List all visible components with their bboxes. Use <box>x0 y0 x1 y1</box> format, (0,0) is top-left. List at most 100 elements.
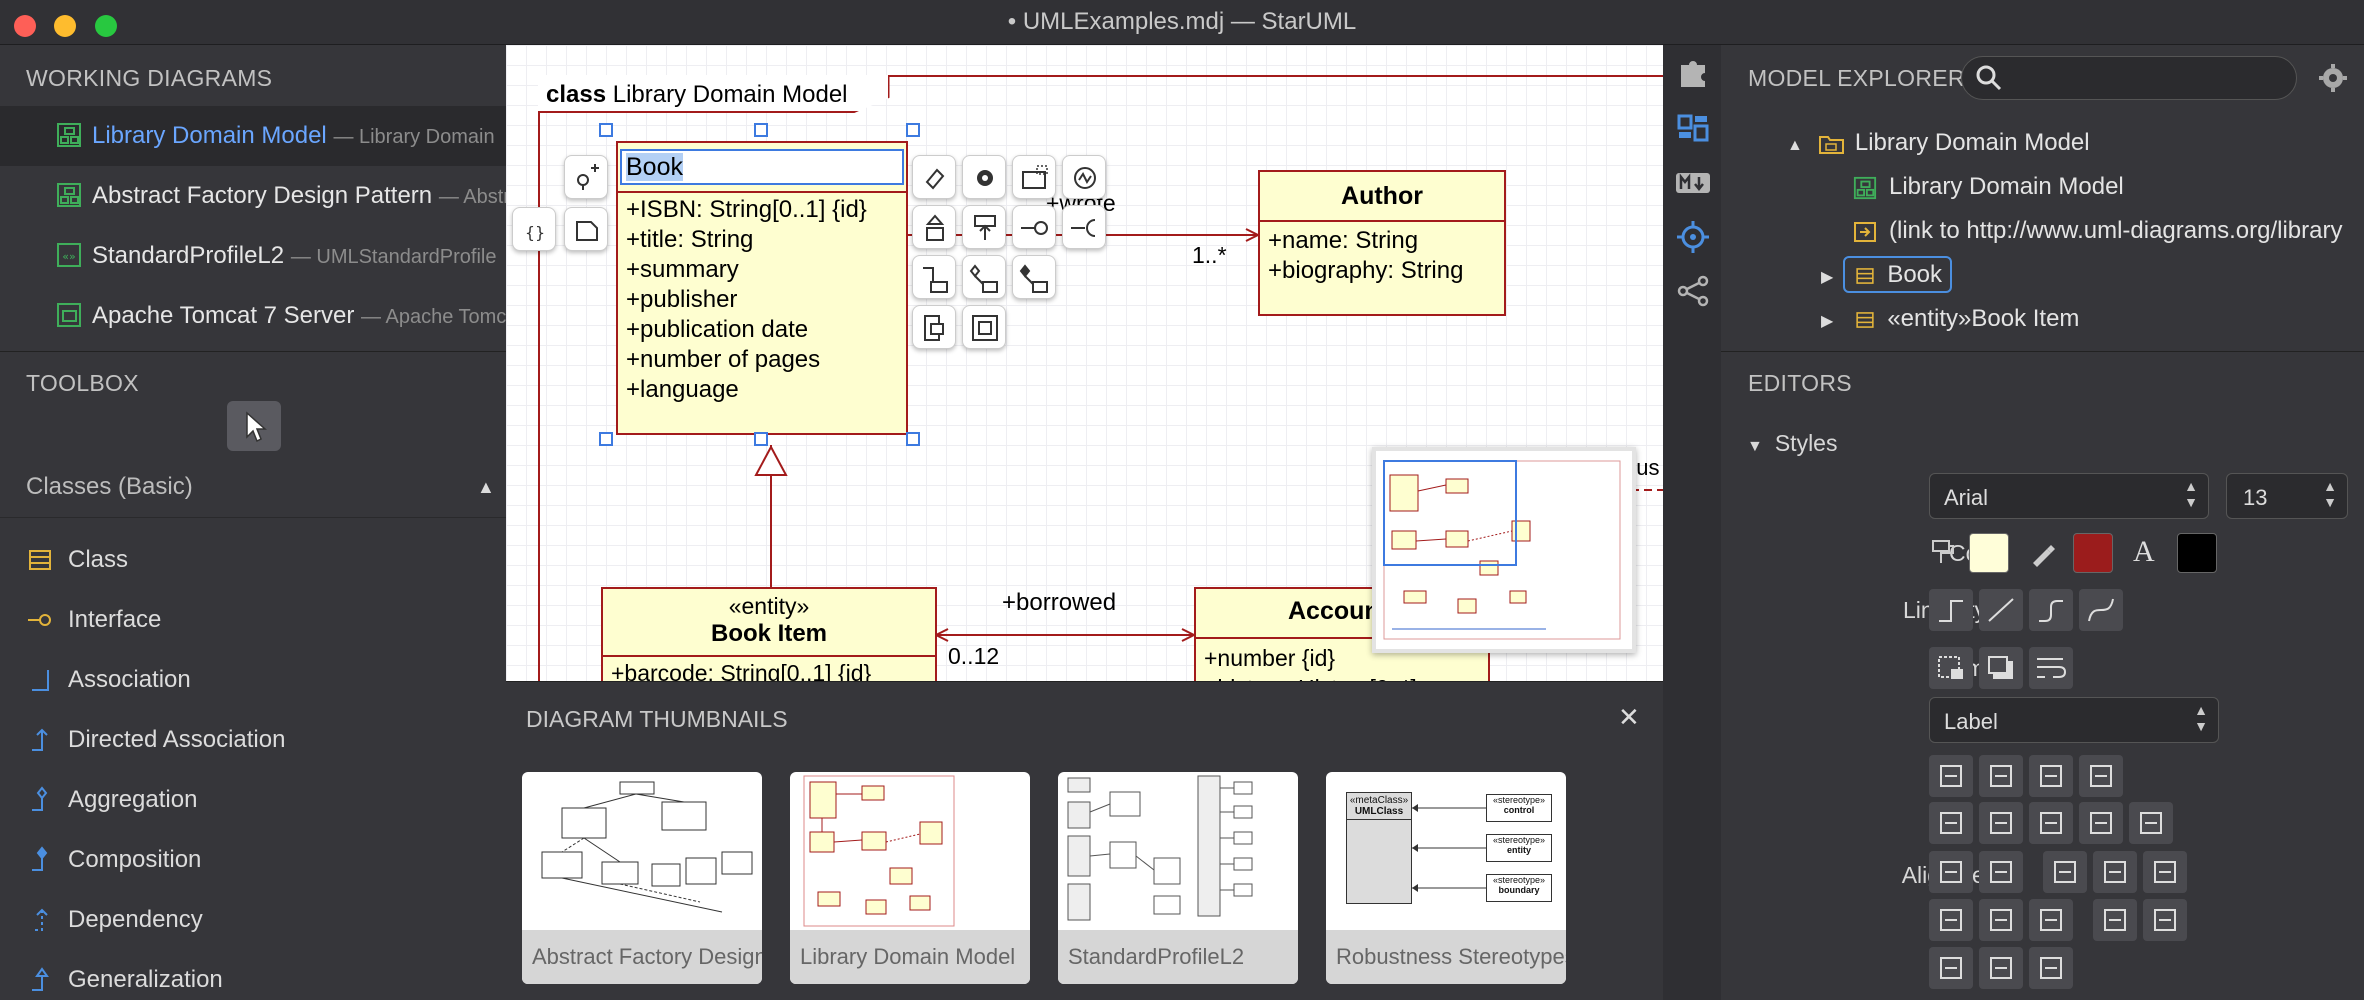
class-attribute[interactable]: +publication date <box>626 316 809 343</box>
hide-attributes-button[interactable] <box>1929 802 1973 844</box>
add-constraint-button[interactable]: {} <box>512 207 556 251</box>
line-style-rounded-button[interactable] <box>2029 589 2073 631</box>
expand-arrow-icon[interactable]: ▲ <box>1787 137 1803 154</box>
align-bottom-button[interactable] <box>2029 899 2073 941</box>
set-size-button[interactable] <box>2029 947 2073 989</box>
share-icon[interactable] <box>1675 273 1711 309</box>
resize-handle[interactable] <box>906 123 920 137</box>
add-required-interface-button[interactable] <box>1062 205 1106 249</box>
thumbnail-card[interactable]: Library Domain Model <box>790 772 1030 984</box>
resize-handle[interactable] <box>599 123 613 137</box>
tree-item-diagram[interactable]: Library Domain Model <box>1853 173 2124 201</box>
resize-handle[interactable] <box>599 432 613 446</box>
template-button[interactable] <box>1012 155 1056 199</box>
tree-item-link[interactable]: (link to http://www.uml-diagrams.org/lib… <box>1853 217 2363 245</box>
author-class[interactable]: Author +name: String+biography: String <box>1258 170 1506 316</box>
fill-paint-icon[interactable] <box>1927 537 1957 567</box>
toolbox-item-class[interactable]: Class <box>0 530 506 590</box>
text-color-icon[interactable]: A <box>2133 535 2155 568</box>
navigator-crosshair-icon[interactable] <box>1675 219 1711 255</box>
class-attribute[interactable]: +number of pages <box>626 346 821 373</box>
toolbox-item-dependency[interactable]: Dependency <box>0 890 506 950</box>
add-composition-button[interactable] <box>1012 255 1056 299</box>
resize-handle[interactable] <box>754 432 768 446</box>
hide-namespace-button[interactable] <box>2129 802 2173 844</box>
suppress-literals-button[interactable] <box>1979 755 2023 797</box>
font-size-select[interactable]: 13 ▲▼ <box>2226 473 2348 519</box>
toolbox-item-aggregation[interactable]: Aggregation <box>0 770 506 830</box>
add-part-button[interactable] <box>912 305 956 349</box>
resize-handle[interactable] <box>906 432 920 446</box>
show-visibility-button[interactable] <box>2029 755 2073 797</box>
word-wrap-button[interactable] <box>2029 647 2073 689</box>
zoom-window-button[interactable] <box>95 15 117 37</box>
show-shadow-button[interactable] <box>1979 647 2023 689</box>
add-associated-class-button[interactable] <box>912 255 956 299</box>
minimize-window-button[interactable] <box>54 15 76 37</box>
styles-section-toggle[interactable]: ▼Styles <box>1747 430 1837 457</box>
font-select-hit[interactable] <box>1926 473 2208 519</box>
text-color-swatch[interactable] <box>2177 533 2217 573</box>
pointer-tool-button[interactable] <box>227 401 281 451</box>
set-width-button[interactable] <box>1979 947 2023 989</box>
toolbox-item-association[interactable]: Association <box>0 650 506 710</box>
align-middle-button[interactable] <box>1979 899 2023 941</box>
add-nested-button[interactable] <box>962 305 1006 349</box>
gear-icon[interactable] <box>2317 62 2349 94</box>
working-diagram-item[interactable]: «» StandardProfileL2 — UMLStandardProfil… <box>0 226 506 286</box>
send-to-back-button[interactable] <box>1979 851 2023 893</box>
align-top-button[interactable] <box>1929 899 1973 941</box>
add-interface-button[interactable] <box>1012 205 1056 249</box>
working-diagram-item[interactable]: Library Domain Model — Library Domain <box>0 106 506 166</box>
class-attribute[interactable]: +biography: String <box>1268 257 1464 284</box>
book-class[interactable]: Book +ISBN: String[0..1] {id}+title: Str… <box>616 141 908 435</box>
line-color-swatch[interactable] <box>2073 533 2113 573</box>
add-superclass-button[interactable] <box>912 205 956 249</box>
add-subclass-button[interactable] <box>962 205 1006 249</box>
class-attribute[interactable]: +number {id} <box>1204 645 1336 671</box>
thumbnail-card[interactable]: Abstract Factory Design Pattern <box>522 772 762 984</box>
hide-receptions-button[interactable] <box>2029 802 2073 844</box>
hide-literals-button[interactable] <box>2079 802 2123 844</box>
toolbox-item-generalization[interactable]: Generalization <box>0 950 506 1000</box>
working-diagram-item[interactable]: Abstract Factory Design Pattern — Abstr <box>0 166 506 226</box>
set-height-button[interactable] <box>1929 947 1973 989</box>
extensions-puzzle-icon[interactable] <box>1675 55 1711 91</box>
add-port-button[interactable] <box>564 155 608 199</box>
tree-item-root[interactable]: ▲Library Domain Model <box>1787 129 2090 157</box>
class-attribute[interactable]: +name: String <box>1268 227 1419 254</box>
stereotype-display-select[interactable]: Label ▲▼ <box>1929 697 2219 743</box>
add-aggregation-button[interactable] <box>962 255 1006 299</box>
tree-item-book-item[interactable]: ▶«entity»Book Item <box>1821 305 2079 333</box>
space-horizontal-button[interactable] <box>2093 899 2137 941</box>
class-attribute[interactable]: +publisher <box>626 286 738 313</box>
hide-operations-button[interactable] <box>1979 802 2023 844</box>
diagram-canvas[interactable]: class Library Domain Model +wrote 1..* +… <box>506 45 1663 681</box>
align-center-button[interactable] <box>2093 851 2137 893</box>
toolbox-item-directed-association[interactable]: Directed Association <box>0 710 506 770</box>
toolbox-group-title[interactable]: Classes (Basic) <box>26 473 193 500</box>
working-diagram-item[interactable]: Apache Tomcat 7 Server — Apache Tomca <box>0 286 506 346</box>
font-select[interactable]: Arial ▲▼ <box>1929 473 2209 519</box>
markdown-icon[interactable] <box>1675 165 1711 201</box>
line-color-pen-icon[interactable] <box>2027 539 2057 569</box>
suppress-operations-button[interactable] <box>1929 755 1973 797</box>
line-style-oblique-button[interactable] <box>1979 589 2023 631</box>
suppress-attributes-button[interactable] <box>1929 647 1973 689</box>
expand-arrow-icon[interactable]: ▶ <box>1821 313 1834 330</box>
class-attribute[interactable]: +ISBN: String[0..1] {id} <box>626 196 867 223</box>
toolbox-item-composition[interactable]: Composition <box>0 830 506 890</box>
model-search-input[interactable] <box>1961 56 2297 100</box>
settings-button[interactable] <box>962 155 1006 199</box>
resize-handle[interactable] <box>754 123 768 137</box>
fill-color-swatch[interactable] <box>1969 533 2009 573</box>
thumbnail-card[interactable]: «metaClass»UMLClass «stereotype»control … <box>1326 772 1566 984</box>
bring-to-front-button[interactable] <box>1929 851 1973 893</box>
class-attribute[interactable]: +barcode: String[0..1] {id} <box>611 660 872 681</box>
line-style-curve-button[interactable] <box>2079 589 2123 631</box>
space-vertical-button[interactable] <box>2143 899 2187 941</box>
close-window-button[interactable] <box>14 15 36 37</box>
expand-arrow-icon[interactable]: ▶ <box>1821 269 1834 286</box>
diagram-thumbnails-icon[interactable] <box>1675 111 1711 147</box>
close-thumbnails-button[interactable]: ✕ <box>1618 702 1640 733</box>
